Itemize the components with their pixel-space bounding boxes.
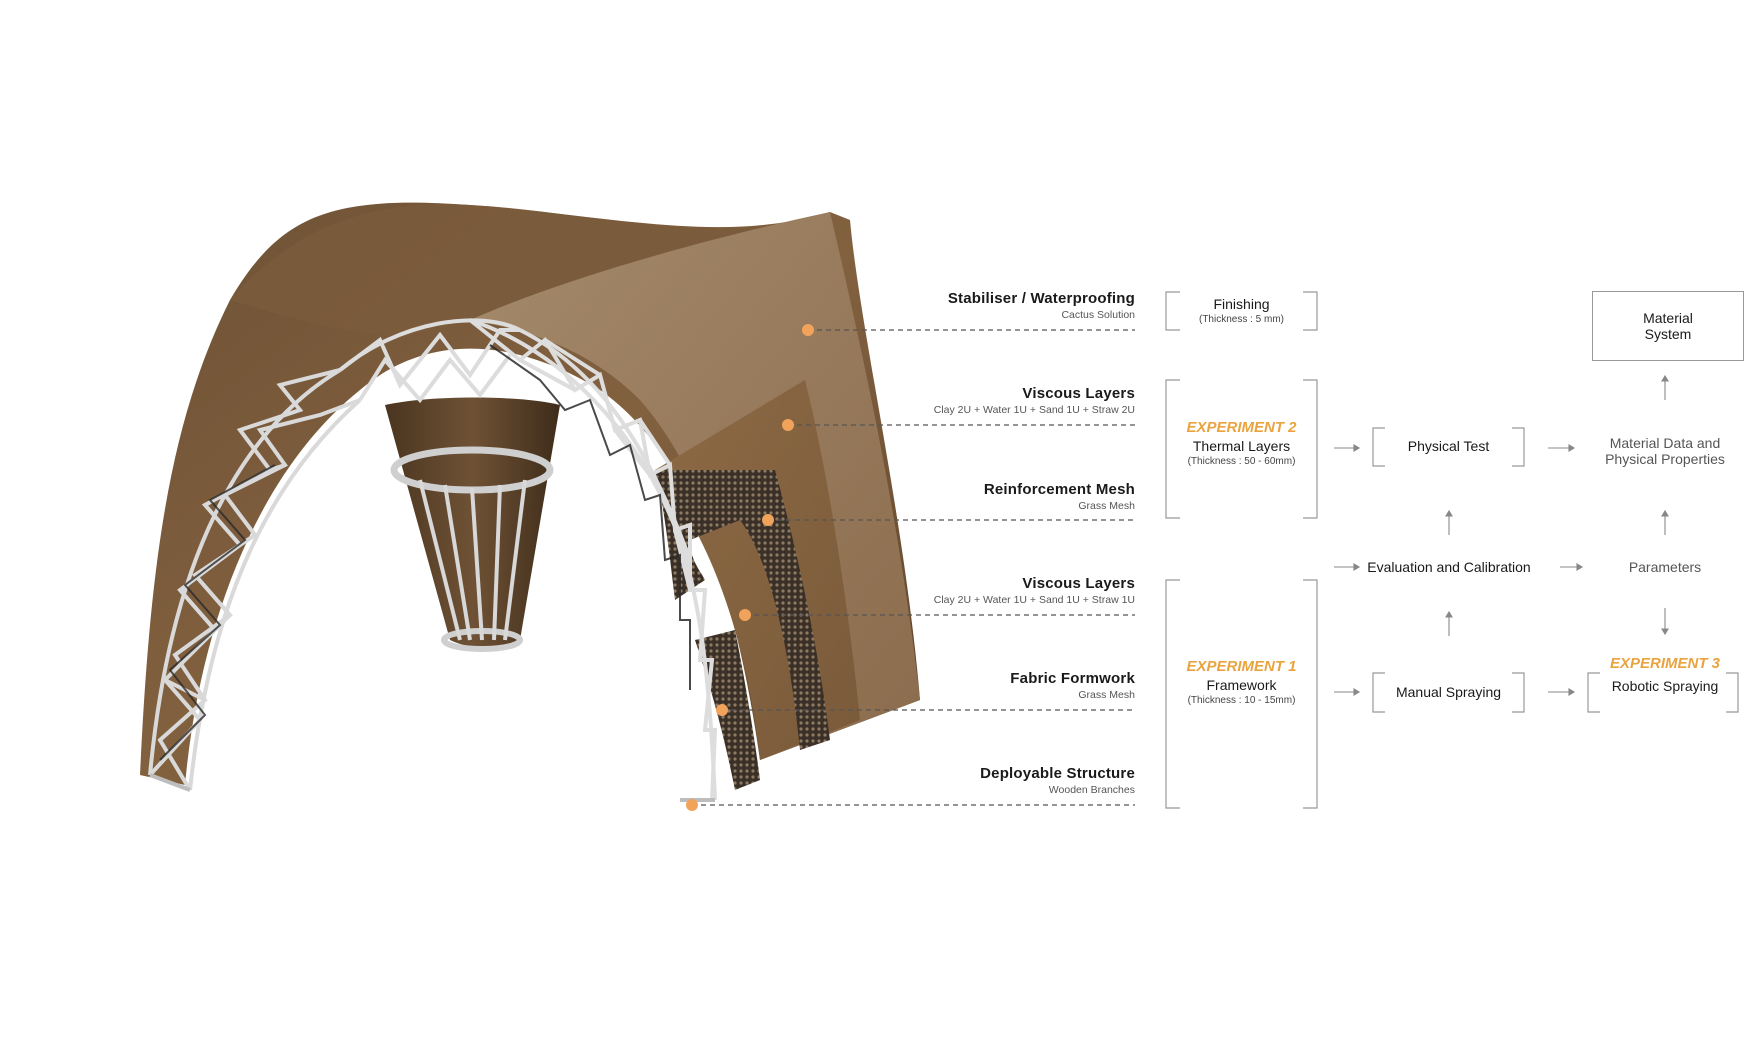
flow-robotic-spraying: EXPERIMENT 3 Robotic Spraying <box>1595 656 1735 694</box>
layer-label-viscous-1: Viscous Layers Clay 2U + Water 1U + Sand… <box>875 385 1135 416</box>
marker-dot <box>716 704 728 716</box>
arch-legs <box>150 775 715 800</box>
marker-dot <box>782 419 794 431</box>
node-label: Evaluation and Calibration <box>1367 559 1530 575</box>
stage-experiment-2: EXPERIMENT 2 Thermal Layers (Thickness :… <box>1170 420 1313 470</box>
flow-evaluation: Evaluation and Calibration <box>1362 559 1536 575</box>
layer-subtitle: Cactus Solution <box>875 309 1135 321</box>
layer-label-fabric: Fabric Formwork Grass Mesh <box>875 670 1135 701</box>
node-label: System <box>1593 326 1743 342</box>
node-label: Material <box>1593 310 1743 326</box>
marker-dot <box>802 324 814 336</box>
stage-finishing: Finishing (Thickness : 5 mm) <box>1180 296 1303 328</box>
marker-dot <box>739 609 751 621</box>
stage-detail: (Thickness : 50 - 60mm) <box>1170 454 1313 470</box>
layer-label-deployable: Deployable Structure Wooden Branches <box>875 765 1135 796</box>
layer-title: Stabiliser / Waterproofing <box>875 290 1135 307</box>
layer-label-reinforcement: Reinforcement Mesh Grass Mesh <box>875 481 1135 512</box>
node-label: Physical Properties <box>1585 451 1745 467</box>
layer-subtitle: Wooden Branches <box>875 784 1135 796</box>
node-label: Robotic Spraying <box>1595 678 1735 694</box>
layer-title: Viscous Layers <box>875 575 1135 592</box>
brackets <box>1166 292 1738 808</box>
flow-manual-spraying: Manual Spraying <box>1385 684 1512 700</box>
layer-title: Deployable Structure <box>875 765 1135 782</box>
layer-subtitle: Grass Mesh <box>875 689 1135 701</box>
node-label: Parameters <box>1629 559 1701 575</box>
stage-detail: (Thickness : 5 mm) <box>1180 312 1303 328</box>
layer-subtitle: Grass Mesh <box>875 500 1135 512</box>
node-label: Material Data and <box>1585 435 1745 451</box>
stage-detail: (Thickness : 10 - 15mm) <box>1170 693 1313 709</box>
stage-title: Thermal Layers <box>1170 438 1313 454</box>
stage-title: Framework <box>1170 677 1313 693</box>
experiment-tag: EXPERIMENT 1 <box>1170 659 1313 675</box>
experiment-tag: EXPERIMENT 2 <box>1170 420 1313 436</box>
layer-label-viscous-2: Viscous Layers Clay 2U + Water 1U + Sand… <box>875 575 1135 606</box>
flow-material-data: Material Data and Physical Properties <box>1585 435 1745 467</box>
flow-parameters: Parameters <box>1605 559 1725 575</box>
flow-arrows <box>1334 376 1668 695</box>
layer-subtitle: Clay 2U + Water 1U + Sand 1U + Straw 2U <box>875 404 1135 416</box>
layer-label-stabiliser: Stabiliser / Waterproofing Cactus Soluti… <box>875 290 1135 321</box>
node-label: Physical Test <box>1408 438 1489 454</box>
node-label: Manual Spraying <box>1396 684 1501 700</box>
flow-material-system: Material System <box>1592 291 1744 361</box>
layer-title: Viscous Layers <box>875 385 1135 402</box>
stage-title: Finishing <box>1180 296 1303 312</box>
layer-title: Reinforcement Mesh <box>875 481 1135 498</box>
experiment-tag: EXPERIMENT 3 <box>1595 656 1735 672</box>
layer-title: Fabric Formwork <box>875 670 1135 687</box>
marker-dot <box>762 514 774 526</box>
marker-dot <box>686 799 698 811</box>
stage-experiment-1: EXPERIMENT 1 Framework (Thickness : 10 -… <box>1170 659 1313 709</box>
layer-subtitle: Clay 2U + Water 1U + Sand 1U + Straw 1U <box>875 594 1135 606</box>
flow-physical-test: Physical Test <box>1385 438 1512 454</box>
